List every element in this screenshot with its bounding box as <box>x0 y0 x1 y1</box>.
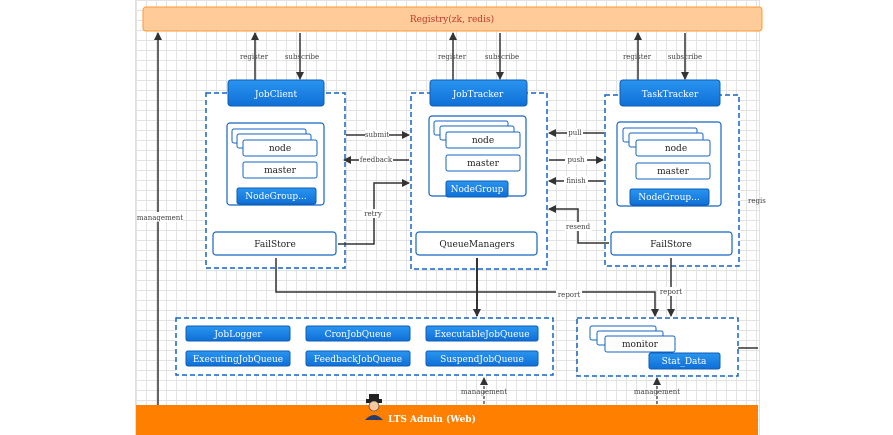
jobclient-master-label: master <box>264 166 296 176</box>
queue-item-feedbackjobqueue <box>305 350 411 367</box>
jobtracker-node-box <box>445 131 521 149</box>
jobclient-report-label: report <box>558 291 581 299</box>
jobclient-component: JobClient node master NodeGroup... FailS… <box>205 79 346 269</box>
tasktracker-failstore-box <box>610 231 733 256</box>
jobtracker-queuemanagers-box <box>415 231 538 256</box>
jobtracker-register-label: register <box>438 53 467 61</box>
feedback-label: feedback <box>360 156 393 164</box>
jobtracker-component: JobTracker node master NodeGroup QueueMa… <box>410 79 548 270</box>
queues-container: JobLogger CronJobQueue ExecutableJobQueu… <box>175 317 554 376</box>
jobclient-title: JobClient <box>254 90 298 100</box>
tasktracker-nodegroup-label: NodeGroup... <box>638 193 700 203</box>
jobclient-subscribe-label: subscribe <box>285 53 319 61</box>
tasktracker-nodegroup-button <box>629 188 710 206</box>
tasktracker-register-label: register <box>623 53 652 61</box>
jobclient-nodegroup-button <box>236 187 317 205</box>
registry-label: Registry(zk, redis) <box>410 14 494 25</box>
tasktracker-failstore-label: FailStore <box>650 240 692 250</box>
queue-item-executingjobqueue <box>185 350 291 367</box>
jobclient-report-edge <box>275 258 659 317</box>
queue-item-label: CronJobQueue <box>325 330 392 340</box>
jobclient-title-box <box>227 79 325 107</box>
queue-item-suspendjobqueue <box>425 350 539 367</box>
queue-item-label: FeedbackJobQueue <box>314 355 402 365</box>
admin-queues-management-label: management <box>461 388 507 396</box>
jobclient-nodegroup-label: NodeGroup... <box>245 192 307 202</box>
jobtracker-nodegroup-button <box>445 180 509 198</box>
jobtracker-title: JobTracker <box>452 90 504 100</box>
jobclient-node-label: node <box>269 144 291 154</box>
tasktracker-title-box <box>619 79 721 107</box>
resend-label: resend <box>566 223 591 231</box>
queue-item-label: SuspendJobQueue <box>440 355 524 365</box>
monitor-box <box>604 335 676 353</box>
admin-user-icon <box>365 394 383 420</box>
tasktracker-report-label: report <box>660 288 683 296</box>
jobclient-node-box <box>242 139 318 157</box>
tasktracker-node-box <box>635 139 711 157</box>
admin-label: LTS Admin (Web) <box>388 414 476 425</box>
registry-box <box>142 6 763 32</box>
finish-label: finish <box>566 177 586 185</box>
tasktracker-subscribe-label: subscribe <box>668 53 702 61</box>
tasktracker-node-label: node <box>665 144 687 154</box>
queue-item-label: JobLogger <box>213 330 262 340</box>
monitor-container: monitor Stat_Data <box>576 317 758 377</box>
tasktracker-title: TaskTracker <box>642 90 699 100</box>
jobtracker-node-label: node <box>472 136 494 146</box>
admin-monitor-management-label: management <box>634 388 680 396</box>
stat-data-label: Stat_Data <box>662 357 707 367</box>
monitor-label: monitor <box>622 340 659 350</box>
register-cut-label: regis <box>748 197 766 205</box>
management-left-label: management <box>137 214 183 222</box>
queue-item-label: ExecutingJobQueue <box>193 355 283 365</box>
jobclient-register-label: register <box>240 53 269 61</box>
tasktracker-component: TaskTracker node master NodeGroup... Fai… <box>604 79 740 267</box>
jobtracker-subscribe-label: subscribe <box>485 53 519 61</box>
stat-data-button <box>648 352 721 370</box>
jobclient-master-box <box>242 161 318 179</box>
pull-label: pull <box>568 129 582 137</box>
queue-item-cronjobqueue <box>305 325 411 342</box>
submit-label: submit <box>365 131 389 139</box>
admin-bar <box>136 405 758 435</box>
tasktracker-master-label: master <box>657 167 689 177</box>
jobclient-failstore-label: FailStore <box>254 240 296 250</box>
push-label: push <box>567 156 585 164</box>
queue-item-label: ExecutableJobQueue <box>434 330 529 340</box>
jobclient-failstore-box <box>212 231 337 256</box>
queue-item-executablejobqueue <box>425 325 539 342</box>
jobtracker-master-box <box>445 154 521 172</box>
tasktracker-master-box <box>635 162 711 180</box>
jobtracker-master-label: master <box>467 159 499 169</box>
jobtracker-nodegroup-label: NodeGroup <box>451 185 504 195</box>
queue-item-joblogger <box>185 325 291 342</box>
jobtracker-title-box <box>429 79 528 107</box>
retry-label: retry <box>364 210 382 218</box>
jobtracker-queuemanagers-label: QueueManagers <box>439 240 515 250</box>
